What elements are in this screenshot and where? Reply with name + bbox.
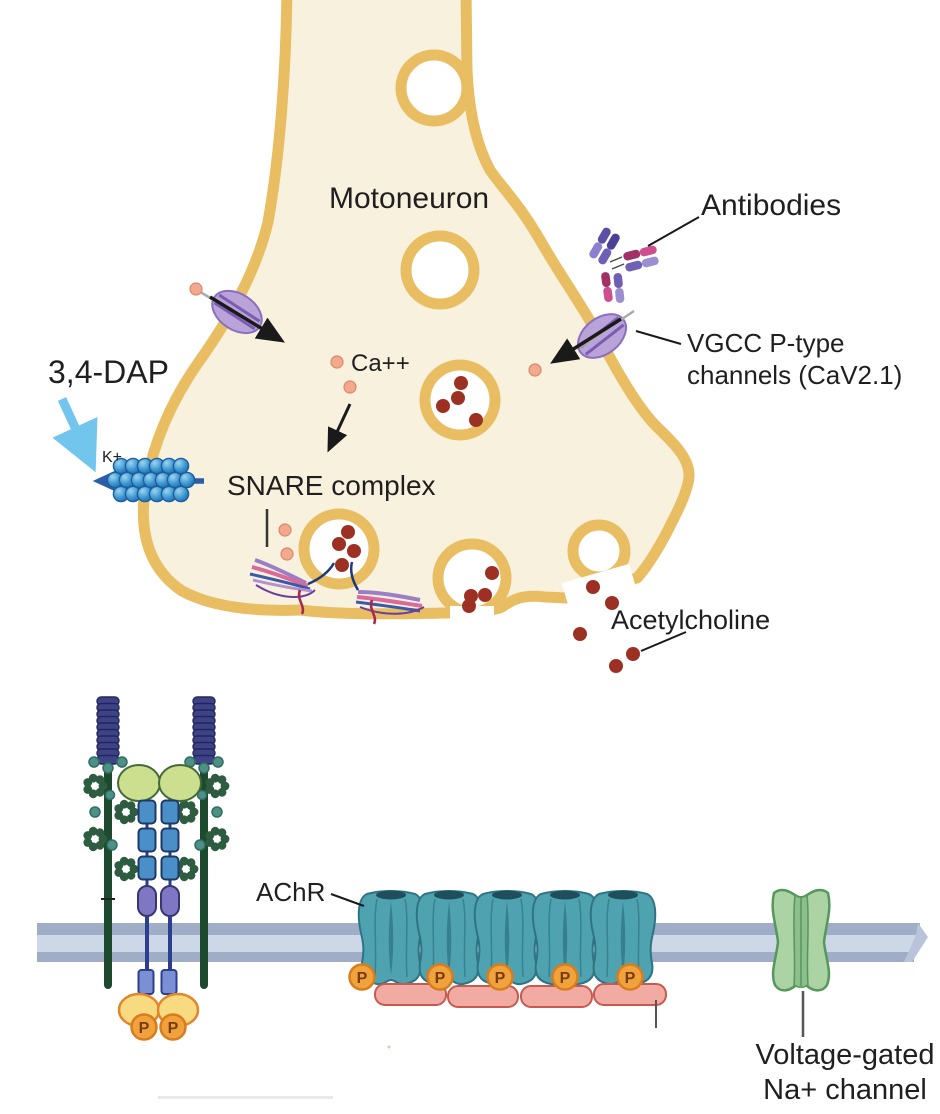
acetylcholine-pointer-line [640,631,687,652]
phospho-label: P [495,970,506,987]
vgcc-label-line2: channels (CaV2.1) [687,360,902,390]
na-channel [771,888,831,992]
ach-molecule-dot [347,544,361,558]
vesicle-docked-snare [298,508,380,590]
rapsyn-bars [374,983,667,1008]
calcium-influx-arrow [550,317,622,364]
phospho-label: P [625,970,636,987]
vgcc-channel-left [189,282,285,343]
calcium-influx-arrow [209,295,285,343]
faint-dot [387,1045,391,1049]
acetylcholine-label: Acetylcholine [611,605,770,635]
antibodies-label: Antibodies [701,189,841,222]
antibody-icon [589,227,659,303]
dap-label: 3,4-DAP [48,354,169,390]
ach-molecule-dot [462,599,476,613]
agrin-coil-left [96,696,120,765]
ach-molecule-dot [436,399,450,413]
vesicle-budding-top [395,49,473,127]
postsynaptic-membrane: P P P P P P P [37,696,935,1106]
lrp4-rosette [83,826,108,852]
phospho-label: P [168,1020,179,1037]
ach-molecule-dot [341,525,355,539]
achr-label: AChR [256,877,325,907]
phospho-label: P [357,970,368,987]
teal-linker-domains [88,756,224,851]
na-channel-label-line2: Na+ channel [763,1074,927,1106]
vgcc-label-line1: VGCC P-type [687,328,845,358]
ach-molecule-dot [485,566,499,580]
calcium-ion [343,380,357,394]
lrp4-rosette [83,773,108,799]
ach-molecule-dot [332,537,346,551]
vesicle-empty [400,230,480,310]
lrp4-beta-propeller-right [158,764,202,802]
achr-cluster: P P P P P [348,889,667,1028]
lrp4-rosette [205,826,230,852]
calcium-ion [280,547,294,561]
ach-molecule-dot [609,659,623,673]
antibodies-pointer-line [647,216,700,247]
faint-smudge [158,1096,333,1099]
ach-molecule-dot [586,580,600,594]
musk-frizzled-domains [137,885,180,917]
ach-molecule-dot [478,588,492,602]
na-channel-label-line1: Voltage-gated [756,1039,935,1071]
calcium-ion [528,363,542,377]
ach-molecule-dot [469,413,483,427]
ach-molecule-dot [454,376,468,390]
lrp4-rosette [114,856,139,882]
k-channel [92,457,204,503]
calcium-ion [330,355,344,369]
phospho-label: P [139,1020,150,1037]
ach-molecule-dot [451,391,465,405]
k-ion-label: K+ [102,449,122,466]
snare-fibers-right [350,561,425,625]
calcium-label: Ca++ [351,350,410,377]
ach-molecule-dot [626,647,640,661]
vesicle-fusing-omega [432,538,512,630]
vesicle-with-acetylcholine [419,359,501,441]
agrin-coil-right [192,696,216,765]
dap-block-arrow [52,397,98,473]
motoneuron-terminal-membrane [137,0,695,620]
phospho-label: P [435,970,446,987]
calcium-to-snare-arrow [327,403,352,453]
presynaptic-terminal: Motoneuron Antibodies VGCC P-type channe… [48,0,902,673]
snare-label: SNARE complex [227,470,436,501]
vgcc-channel-right [528,309,635,377]
snare-fibers-left [249,558,336,615]
release-site-notch [561,519,639,616]
lrp4-rosette [205,773,230,799]
phospho-label: P [560,970,571,987]
calcium-ion [189,282,203,296]
ach-molecule-dot [335,558,349,572]
ach-molecule-dot [573,627,587,641]
agrin-lrp4-musk-complex: P P [83,696,230,1041]
lrp4-rosette [114,799,139,825]
cytosolic-calcium [278,355,357,561]
achr-pointer-line [330,893,365,907]
musk-ig-domains [137,799,180,881]
lrp4-beta-propeller-left [117,764,161,802]
vgcc-pointer-line [635,330,682,345]
calcium-ion [278,523,292,537]
musk-juxtamembrane [137,969,178,995]
motoneuron-label: Motoneuron [329,182,489,215]
